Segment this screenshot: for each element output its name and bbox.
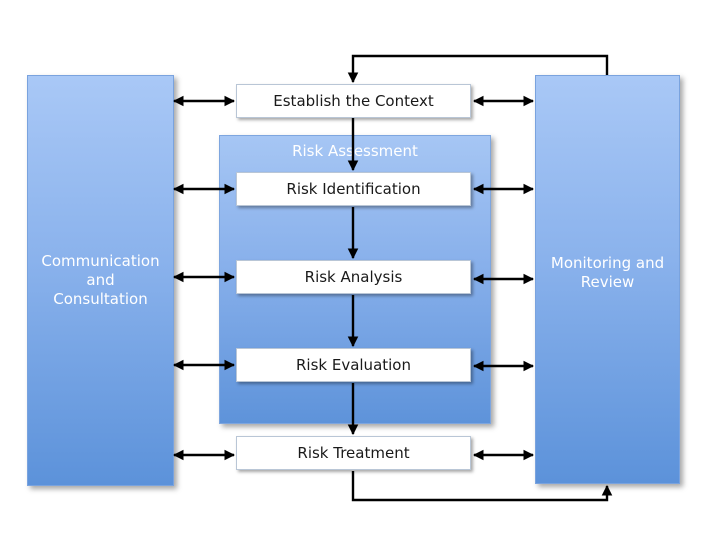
monitoring-review-label: Monitoring and Review <box>550 253 665 291</box>
communication-consultation-panel: Communication and Consultation <box>27 75 174 486</box>
loop-treatment-to-monitoring <box>351 471 613 502</box>
step-risk-treatment: Risk Treatment <box>236 436 471 470</box>
loop-monitoring-to-context <box>347 54 609 84</box>
risk-assessment-title: Risk Assessment <box>292 142 418 160</box>
communication-consultation-label: Communication and Consultation <box>41 252 160 308</box>
step-establish-context: Establish the Context <box>236 84 471 118</box>
step-risk-evaluation: Risk Evaluation <box>236 348 471 382</box>
step-risk-analysis: Risk Analysis <box>236 260 471 294</box>
step-risk-identification: Risk Identification <box>236 172 471 206</box>
monitoring-review-panel: Monitoring and Review <box>535 75 680 484</box>
